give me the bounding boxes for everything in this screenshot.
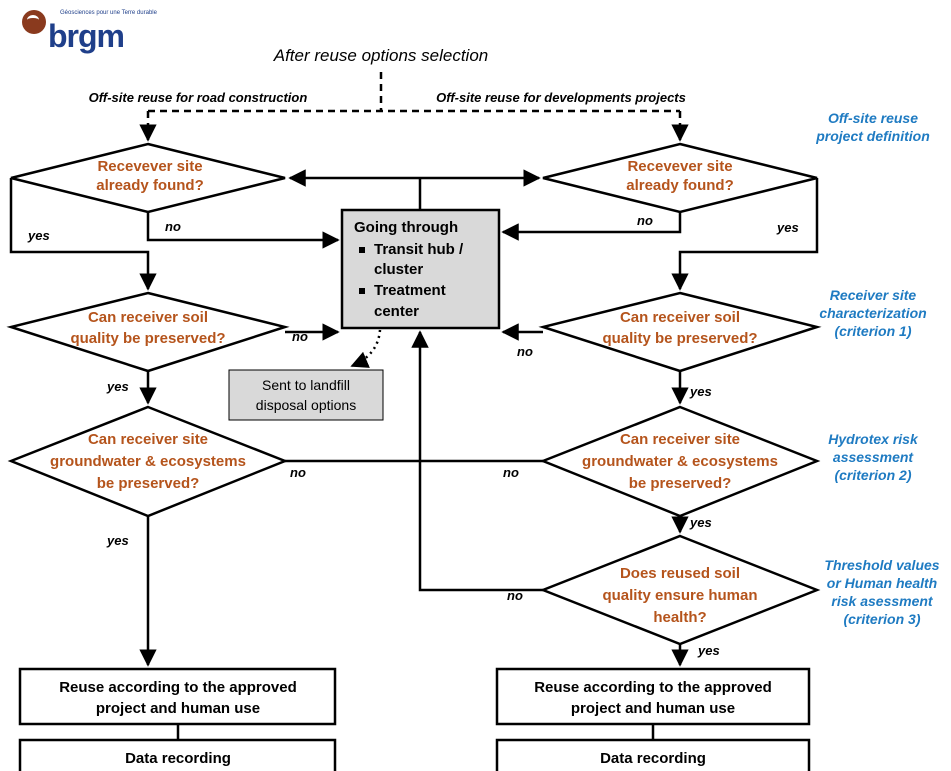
brgm-logo: Géosciences pour une Terre durable brgm — [22, 4, 202, 56]
decision-site-found-right-line1: Recevever site — [627, 158, 732, 175]
hub-box — [340, 208, 501, 330]
label-no: no — [637, 213, 653, 228]
label-yes: yes — [776, 220, 799, 235]
phase4-line2: or Human health — [827, 575, 937, 591]
decision-soil-right-line1: Can receiver soil — [620, 309, 740, 326]
reuse-left-line1: Reuse according to the approved — [59, 679, 297, 696]
record-left: Data recording — [125, 750, 231, 767]
reuse-right-line2: project and human use — [571, 700, 735, 717]
branch-label-left: Off-site reuse for road construction — [89, 90, 308, 105]
logo-mark-icon — [22, 10, 46, 34]
decision-health-line2: quality ensure human — [602, 587, 757, 604]
label-no: no — [503, 465, 519, 480]
label-no: no — [165, 219, 181, 234]
landfill-arrow — [350, 329, 382, 368]
phase1-line2: project definition — [815, 128, 930, 144]
record-right: Data recording — [600, 750, 706, 767]
phase4-line4: (criterion 3) — [843, 611, 920, 627]
label-yes: yes — [106, 533, 129, 548]
landfill-line1: Sent to landfill — [262, 377, 350, 393]
decision-gw-right-line3: be preserved? — [629, 475, 732, 492]
decision-gw-left-line2: groundwater & ecosystems — [50, 453, 246, 470]
reuse-box-right — [495, 667, 811, 726]
label-yes: yes — [106, 379, 129, 394]
phase2-line3: (criterion 1) — [834, 323, 911, 339]
landfill-box — [228, 369, 384, 421]
label-no: no — [517, 344, 533, 359]
decision-gw-right-line2: groundwater & ecosystems — [582, 453, 778, 470]
header-title: After reuse options selection — [273, 46, 489, 65]
branch-label-right: Off-site reuse for developments projects — [436, 90, 686, 105]
decision-gw-left-line1: Can receiver site — [88, 431, 208, 448]
phase3-line1: Hydrotex risk — [828, 431, 919, 447]
hub-bullet2-line2: center — [374, 303, 419, 320]
hub-bullet1-line2: cluster — [374, 261, 423, 278]
phase2-line2: characterization — [819, 305, 926, 321]
label-yes: yes — [689, 515, 712, 530]
bullet-icon — [359, 288, 365, 294]
reuse-box-left — [18, 667, 337, 726]
phase3-line3: (criterion 2) — [834, 467, 911, 483]
decision-soil-left-line2: quality be preserved? — [70, 330, 225, 347]
phase4-line3: risk asessment — [831, 593, 934, 609]
decision-gw-left-line3: be preserved? — [97, 475, 200, 492]
phase3-line2: assessment — [833, 449, 915, 465]
label-yes: yes — [689, 384, 712, 399]
hub-bullet2-line1: Treatment — [374, 282, 446, 299]
decision-soil-left-line1: Can receiver soil — [88, 309, 208, 326]
logo-wordmark: brgm — [48, 18, 125, 54]
decision-health-line3: health? — [653, 609, 706, 626]
flow-connectors — [9, 169, 819, 740]
label-yes: yes — [697, 643, 720, 658]
decision-site-found-left-line1: Recevever site — [97, 158, 202, 175]
phase4-line1: Threshold values — [824, 557, 939, 573]
decision-soil-right-line2: quality be preserved? — [602, 330, 757, 347]
reuse-right-line1: Reuse according to the approved — [534, 679, 772, 696]
label-no: no — [507, 588, 523, 603]
label-no: no — [290, 465, 306, 480]
decision-health-line1: Does reused soil — [620, 565, 740, 582]
logo-tagline: Géosciences pour une Terre durable — [60, 10, 157, 16]
phase1-line1: Off-site reuse — [828, 110, 918, 126]
bullet-icon — [359, 247, 365, 253]
hub-title: Going through — [354, 219, 458, 236]
decision-site-found-left-line2: already found? — [96, 177, 204, 194]
label-no: no — [292, 329, 308, 344]
label-yes: yes — [27, 228, 50, 243]
hub-bullet1-line1: Transit hub / — [374, 241, 464, 258]
reuse-left-line2: project and human use — [96, 700, 260, 717]
decision-gw-right-line1: Can receiver site — [620, 431, 740, 448]
record-box-right — [495, 738, 811, 771]
decision-site-found-right-line2: already found? — [626, 177, 734, 194]
phase2-line1: Receiver site — [830, 287, 917, 303]
dashed-connectors — [139, 72, 689, 142]
landfill-line2: disposal options — [256, 397, 356, 413]
